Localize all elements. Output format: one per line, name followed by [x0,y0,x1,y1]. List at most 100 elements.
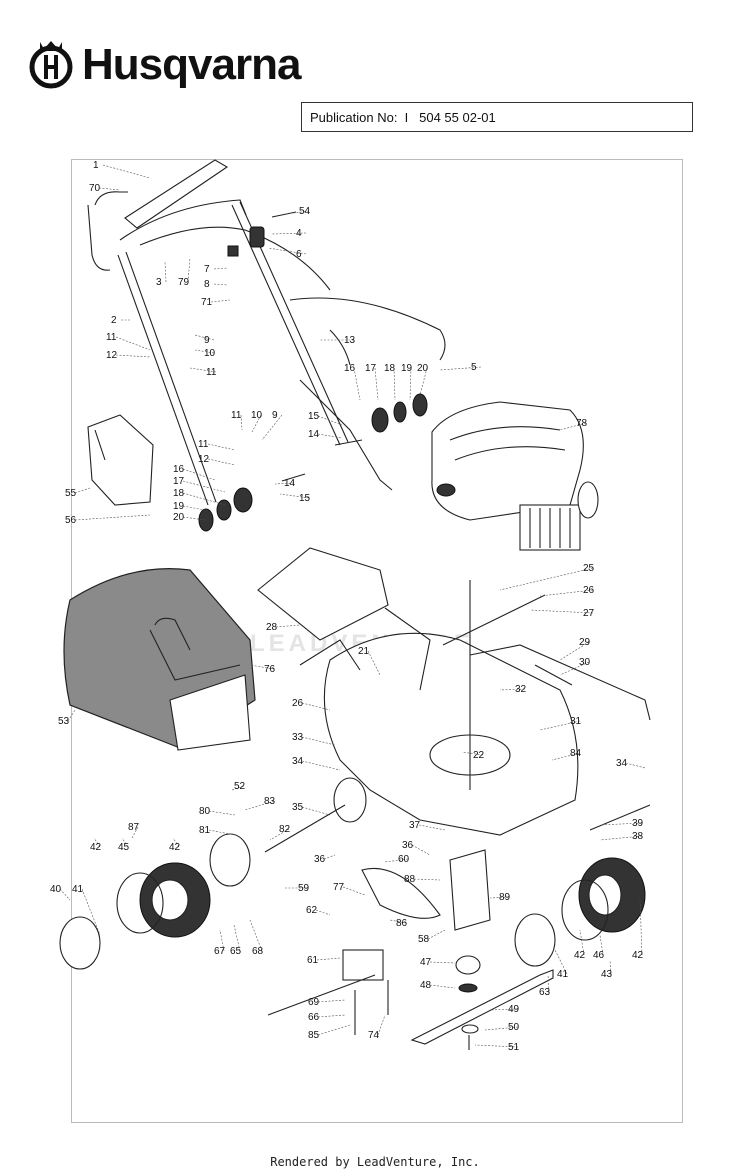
part-label: 69 [308,997,320,1008]
leader-line [182,505,206,511]
part-label: 22 [473,750,485,761]
part-label: 63 [539,987,551,998]
leader-line [411,844,431,856]
part-label: 50 [508,1022,520,1033]
part-label: 16 [344,363,356,374]
part-label: 25 [583,563,595,574]
leader-line [279,493,310,499]
leader-line [353,367,361,401]
part-label: 79 [178,277,190,288]
leader-line [547,974,550,993]
part-label: 1 [93,160,99,171]
leader-line [413,878,441,881]
leader-line [317,433,343,439]
part-label: 14 [284,478,296,489]
leader-line [284,210,310,215]
part-label: 77 [333,882,345,893]
leader-line [315,909,331,916]
part-label: 13 [344,335,356,346]
leader-line [418,824,446,831]
part-label: 5 [471,362,477,373]
part-label: 19 [173,501,185,512]
leader-line [489,1008,519,1011]
husqvarna-crown-icon [29,41,73,89]
leader-line [208,829,236,836]
part-label: 16 [173,464,185,475]
part-label: 42 [90,842,102,853]
part-label: 11 [106,332,117,343]
leader-line [559,661,590,676]
leader-line [231,785,245,791]
leader-line [182,468,216,481]
part-label: 19 [401,363,413,374]
leader-line [207,443,236,451]
leader-line [249,664,275,670]
part-label: 88 [404,874,416,885]
part-label: 65 [230,946,242,957]
part-label: 3 [156,277,162,288]
leader-line [301,736,336,746]
leader-line [427,929,446,940]
leader-line [316,957,341,961]
leader-line [164,261,167,283]
part-label: 15 [308,411,320,422]
part-label: 46 [593,950,605,961]
part-label: 58 [418,934,430,945]
part-label: 82 [279,824,291,835]
part-label: 9 [272,410,278,421]
leader-line [208,810,236,816]
part-label: 29 [579,637,591,648]
part-label: 51 [508,1042,520,1053]
part-label: 17 [365,363,377,374]
leader-line [323,854,336,860]
leader-line [301,760,341,771]
leader-line [244,800,275,811]
part-label: 28 [266,622,278,633]
leader-line [233,924,241,952]
leader-line [219,929,225,952]
part-label: 56 [65,515,77,526]
part-label: 12 [106,350,118,361]
leader-line [499,567,594,591]
leader-line [115,336,151,351]
part-label: 20 [173,512,185,523]
mower-deck [299,580,651,836]
part-label: 33 [292,732,304,743]
part-label: 36 [314,854,326,865]
part-label: 42 [169,842,181,853]
leader-line [274,482,295,485]
part-label: 11 [231,410,242,421]
part-label: 49 [508,1004,520,1015]
leader-line [172,837,180,848]
leader-line [609,959,612,975]
leader-line [301,702,331,711]
husqvarna-logo: Husqvarna [26,38,301,92]
footer-credit: Rendered by LeadVenture, Inc. [270,1155,480,1169]
leader-line [419,367,428,396]
leader-line [210,299,231,303]
grass-bag-assembly [63,414,389,751]
leader-line [317,1024,351,1036]
part-label: 35 [292,802,304,813]
leader-line [599,835,643,841]
part-label: 87 [128,822,140,833]
part-label: 27 [583,608,595,619]
part-label: 30 [579,657,591,668]
part-label: 26 [292,698,304,709]
part-label: 43 [601,969,613,980]
leader-line [554,949,568,975]
leader-line [559,422,587,431]
part-label: 31 [570,716,582,727]
leader-line [559,641,590,661]
leader-line [342,886,366,896]
leader-line [275,624,301,628]
part-label: 85 [308,1030,320,1041]
leader-line [317,1014,346,1018]
leader-line [389,919,407,924]
leader-line [269,828,290,841]
part-label: 2 [111,315,117,326]
part-label: 55 [65,488,77,499]
part-label: 17 [173,476,185,487]
part-label: 21 [358,646,370,657]
leader-line [474,1044,519,1048]
